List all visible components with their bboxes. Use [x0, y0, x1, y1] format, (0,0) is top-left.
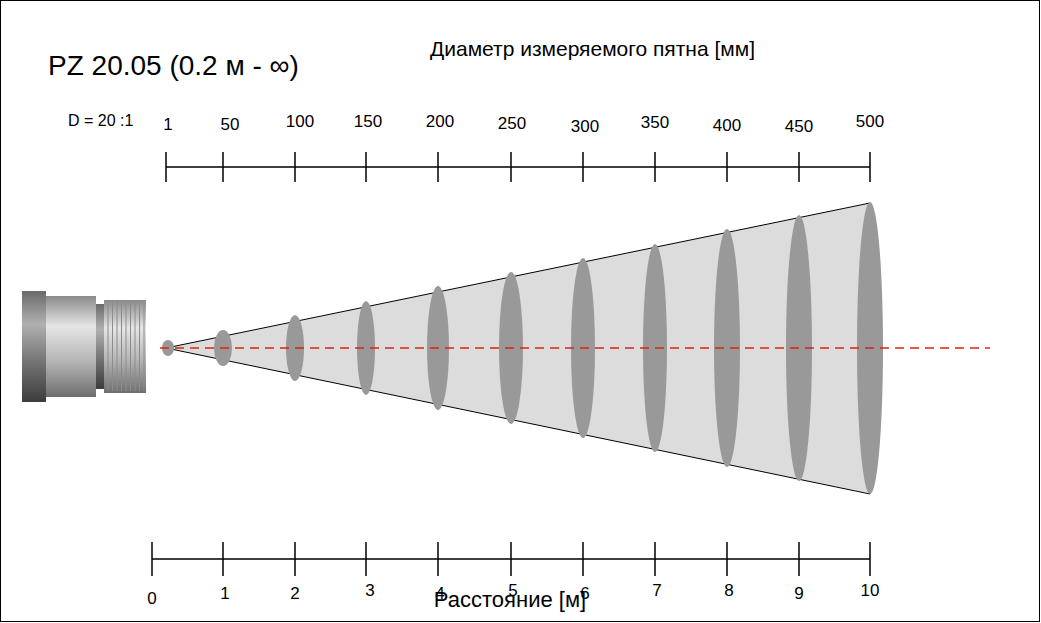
thread-line: [126, 302, 127, 391]
scale-tick: [437, 542, 439, 576]
diameter-value: 1: [163, 116, 172, 133]
diameter-value: 450: [785, 118, 813, 135]
thread-line: [108, 302, 109, 391]
distance-value: 8: [724, 582, 733, 599]
diameter-value: 200: [426, 113, 454, 130]
axis-title: Расстояние [м]: [434, 589, 586, 611]
distance-value: 0: [147, 590, 156, 607]
scale-tick: [869, 542, 871, 576]
scale-tick: [654, 542, 656, 576]
scale-tick: [365, 542, 367, 576]
optical-axis: [160, 347, 990, 349]
scale-tick: [798, 152, 800, 182]
sensor-groove: [96, 304, 104, 389]
diameter-value: 400: [713, 117, 741, 134]
thread-line: [135, 302, 136, 391]
scale-tick: [294, 152, 296, 182]
scale-tick: [437, 152, 439, 182]
distance-value: 9: [794, 585, 803, 602]
thread-line: [144, 302, 145, 391]
thread-line: [121, 302, 122, 391]
distance-value: 7: [652, 582, 661, 599]
scale-tick: [510, 152, 512, 182]
scale-tick: [510, 542, 512, 576]
sensor-body: [46, 296, 96, 397]
scale-tick: [582, 542, 584, 576]
scale-heading: Диаметр измеряемого пятна [мм]: [430, 38, 755, 59]
scale-tick: [726, 152, 728, 182]
diameter-value: 50: [221, 116, 240, 133]
sensor-head: [22, 291, 146, 402]
diameter-value: 300: [571, 118, 599, 135]
sensor-thread: [104, 300, 146, 393]
scale-tick: [165, 152, 167, 182]
scale-tick: [726, 542, 728, 576]
distance-value: 2: [290, 585, 299, 602]
distance-value: 3: [365, 582, 374, 599]
diameter-value: 100: [286, 113, 314, 130]
scale-tick: [222, 542, 224, 576]
scale-tick: [222, 152, 224, 182]
diameter-scale: [166, 152, 870, 182]
thread-line: [139, 302, 140, 391]
thread-line: [112, 302, 113, 391]
scale-tick: [798, 542, 800, 576]
diagram-title: PZ 20.05 (0.2 м - ∞): [48, 52, 299, 80]
diameter-value: 150: [354, 113, 382, 130]
distance-value: 10: [861, 582, 880, 599]
scale-tick: [151, 542, 153, 576]
scale-tick: [582, 152, 584, 182]
scale-tick: [294, 542, 296, 576]
distance-scale: [152, 542, 870, 576]
ratio-label: D = 20 :1: [68, 113, 133, 129]
scale-tick: [654, 152, 656, 182]
thread-line: [130, 302, 131, 391]
scale-tick: [869, 152, 871, 182]
sensor-ring: [22, 291, 46, 402]
diameter-value: 500: [856, 113, 884, 130]
thread-line: [117, 302, 118, 391]
diameter-value: 350: [641, 114, 669, 131]
distance-value: 1: [220, 585, 229, 602]
scale-tick: [365, 152, 367, 182]
diameter-value: 250: [498, 115, 526, 132]
